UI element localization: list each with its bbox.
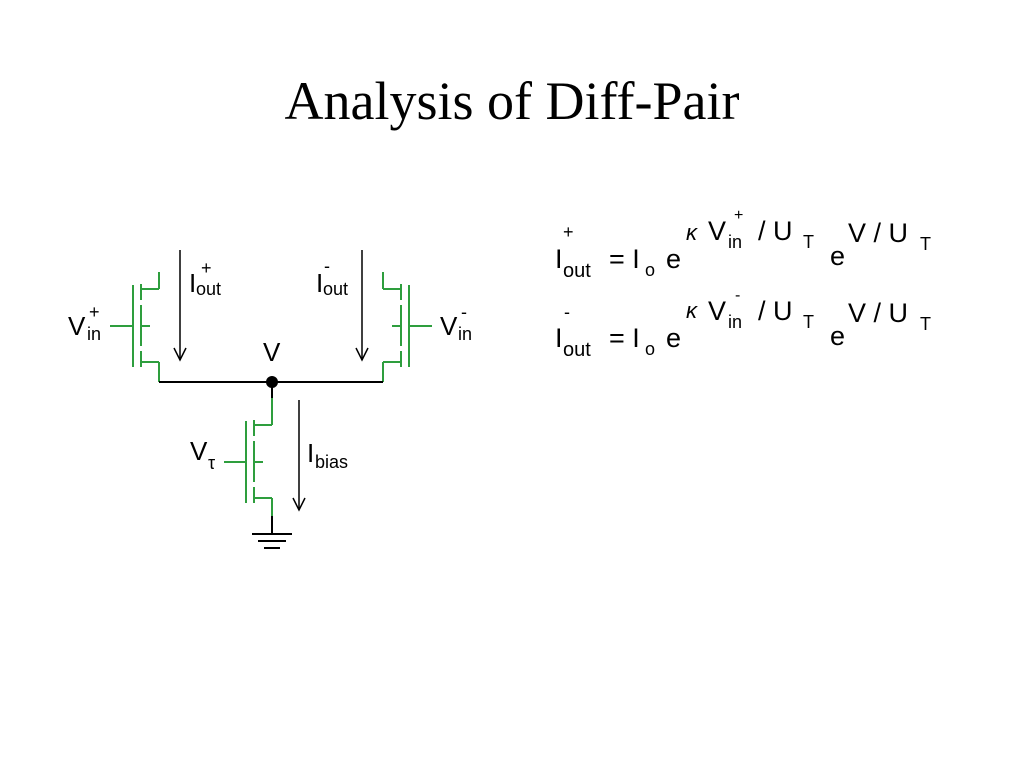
svg-text:-: - bbox=[324, 256, 330, 276]
svg-text:e: e bbox=[666, 323, 681, 353]
svg-text:o: o bbox=[645, 339, 655, 359]
svg-text:in: in bbox=[458, 324, 472, 344]
equation-iout-minus: I out - = I o e κ V in - / U T e V / U T bbox=[555, 287, 931, 361]
svg-text:I: I bbox=[316, 268, 323, 298]
bias-transistor bbox=[224, 398, 273, 516]
equation-iout-plus: I out + = I o e κ V in + / U T e V / U T bbox=[555, 207, 931, 282]
svg-text:κ: κ bbox=[686, 220, 698, 245]
left-current-arrow bbox=[173, 250, 187, 362]
svg-text:I: I bbox=[307, 438, 314, 468]
svg-text:V: V bbox=[440, 311, 458, 341]
svg-text:+: + bbox=[734, 207, 743, 224]
svg-text:+: + bbox=[201, 258, 212, 278]
right-input-transistor bbox=[382, 272, 432, 382]
svg-text:I: I bbox=[555, 244, 563, 274]
svg-text:in: in bbox=[728, 232, 742, 252]
bias-gate-label: V τ bbox=[190, 436, 215, 473]
svg-text:I: I bbox=[189, 268, 196, 298]
svg-text:e: e bbox=[830, 321, 845, 351]
svg-text:out: out bbox=[563, 260, 591, 282]
svg-text:+: + bbox=[563, 222, 574, 242]
left-input-transistor bbox=[110, 272, 160, 382]
svg-text:in: in bbox=[87, 324, 101, 344]
svg-text:e: e bbox=[666, 244, 681, 274]
svg-text:V: V bbox=[190, 436, 208, 466]
svg-text:-: - bbox=[461, 302, 467, 322]
left-current-label: I out + bbox=[189, 258, 221, 299]
common-node-dot bbox=[266, 376, 278, 388]
svg-text:T: T bbox=[803, 232, 814, 252]
svg-text:e: e bbox=[830, 241, 845, 271]
svg-text:V / U: V / U bbox=[848, 218, 908, 248]
svg-text:T: T bbox=[920, 314, 931, 334]
svg-text:V: V bbox=[708, 216, 726, 246]
svg-text:out: out bbox=[563, 339, 591, 361]
slide-title: Analysis of Diff-Pair bbox=[284, 71, 740, 131]
svg-text:out: out bbox=[323, 279, 348, 299]
svg-text:I: I bbox=[555, 323, 563, 353]
svg-text:τ: τ bbox=[208, 453, 215, 473]
svg-text:V: V bbox=[68, 311, 86, 341]
svg-text:= I: = I bbox=[609, 244, 640, 274]
svg-text:= I: = I bbox=[609, 323, 640, 353]
svg-text:V / U: V / U bbox=[848, 298, 908, 328]
svg-text:/ U: / U bbox=[758, 216, 793, 246]
right-current-arrow bbox=[355, 250, 369, 362]
ground-icon bbox=[252, 533, 292, 549]
bias-current-label: I bias bbox=[307, 438, 348, 472]
svg-text:T: T bbox=[920, 234, 931, 254]
svg-text:/ U: / U bbox=[758, 296, 793, 326]
bias-current-arrow bbox=[292, 400, 306, 512]
node-v-label: V bbox=[263, 337, 281, 367]
right-input-label: V in - bbox=[440, 302, 472, 344]
svg-text:bias: bias bbox=[315, 452, 348, 472]
svg-text:κ: κ bbox=[686, 298, 698, 323]
svg-text:V: V bbox=[708, 296, 726, 326]
svg-text:-: - bbox=[564, 302, 570, 322]
right-current-label: I out - bbox=[316, 256, 348, 299]
svg-text:out: out bbox=[196, 279, 221, 299]
svg-text:T: T bbox=[803, 312, 814, 332]
svg-text:in: in bbox=[728, 312, 742, 332]
svg-text:o: o bbox=[645, 260, 655, 280]
left-input-label: V in + bbox=[68, 302, 101, 344]
svg-text:-: - bbox=[735, 287, 740, 304]
svg-text:+: + bbox=[89, 302, 100, 322]
